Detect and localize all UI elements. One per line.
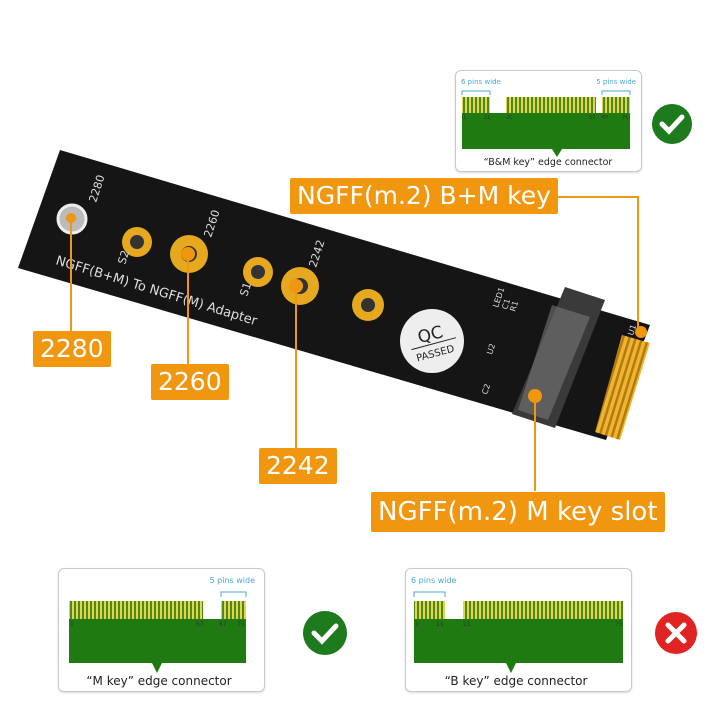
svg-text:1: 1 <box>415 621 419 628</box>
svg-text:57: 57 <box>589 115 595 121</box>
check-icon <box>652 104 692 144</box>
svg-text:1: 1 <box>463 115 466 121</box>
svg-text:“B key” edge connector: “B key” edge connector <box>445 674 588 688</box>
svg-text:67: 67 <box>602 115 608 121</box>
svg-text:75: 75 <box>615 621 623 628</box>
component-label: R1 <box>508 300 520 313</box>
svg-text:1: 1 <box>70 621 74 628</box>
callout-2280: 2280 <box>33 331 111 367</box>
svg-text:5 pins wide: 5 pins wide <box>210 576 256 585</box>
svg-text:75: 75 <box>622 115 628 121</box>
check-icon <box>303 611 347 655</box>
callout-bm-key: NGFF(m.2) B+M key <box>290 178 558 214</box>
component-label: C1 <box>500 298 512 311</box>
svg-text:“M key” edge connector: “M key” edge connector <box>86 674 231 688</box>
callout-m-key-slot: NGFF(m.2) M key slot <box>371 492 665 532</box>
hole-label: S2 <box>115 249 132 266</box>
svg-text:57: 57 <box>196 621 204 628</box>
component-label: C2 <box>480 383 492 396</box>
m-key-diagram: 5 pins wide 1 57 67 75 “M key” edge connect… <box>58 568 265 692</box>
svg-text:“B&M key” edge connector: “B&M key” edge connector <box>484 157 613 168</box>
component-label: U2 <box>485 342 497 355</box>
svg-text:21: 21 <box>463 621 471 628</box>
callout-2260: 2260 <box>151 364 229 400</box>
gold-fingers <box>595 335 650 440</box>
svg-text:5 pins wide: 5 pins wide <box>596 78 636 86</box>
svg-text:11: 11 <box>436 621 444 628</box>
svg-text:11: 11 <box>484 115 490 121</box>
callout-2242: 2242 <box>259 448 337 484</box>
cross-icon <box>655 612 697 654</box>
callout-lines <box>70 196 639 491</box>
svg-text:21: 21 <box>506 115 512 121</box>
svg-text:6 pins wide: 6 pins wide <box>461 78 501 86</box>
hole-label: S1 <box>237 281 254 298</box>
svg-text:75: 75 <box>237 621 245 628</box>
qc-sticker: QC PASSED <box>400 309 464 373</box>
svg-text:67: 67 <box>219 621 227 628</box>
pcb <box>18 150 650 440</box>
svg-text:6 pins wide: 6 pins wide <box>411 576 457 585</box>
component-label: U1 <box>626 323 638 336</box>
